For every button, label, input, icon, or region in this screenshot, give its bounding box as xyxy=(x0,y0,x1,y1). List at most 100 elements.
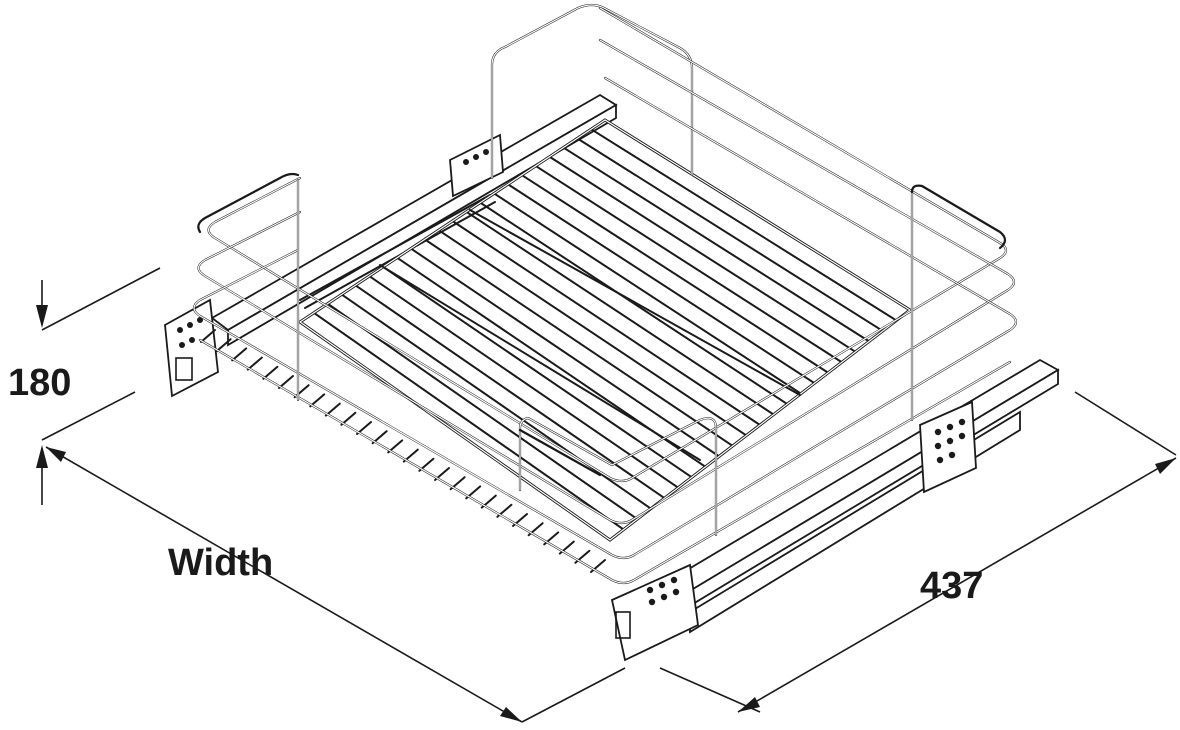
floor-rod xyxy=(437,229,748,437)
runner-left-slot xyxy=(299,194,491,301)
left-corner-top xyxy=(197,172,300,234)
depth-extension-right xyxy=(1074,391,1177,456)
floor-outline-inner xyxy=(298,119,912,541)
mounting-plate-back-left xyxy=(449,133,504,198)
floor-rod xyxy=(382,265,693,479)
plate-hole xyxy=(177,327,183,333)
front-handle-bar xyxy=(518,428,602,477)
floor-rod xyxy=(451,220,761,426)
front-rod xyxy=(246,356,263,371)
mounting-plate-back-right xyxy=(919,400,977,494)
floor-rod xyxy=(326,302,639,521)
front-rod xyxy=(231,347,248,362)
depth-dimension-line xyxy=(737,457,1177,713)
plate-front-left-body xyxy=(164,298,219,398)
floor-rod xyxy=(493,192,802,395)
plate-hole xyxy=(483,149,489,155)
floor-rod xyxy=(340,293,652,510)
floor-cross-bar xyxy=(379,264,701,461)
depth-arrow-left xyxy=(738,697,760,712)
plate-hole xyxy=(473,154,479,160)
height-label: 180 xyxy=(8,362,71,404)
floor-rod xyxy=(368,275,680,489)
plate-hole xyxy=(179,342,185,348)
floor-rod xyxy=(506,183,816,385)
height-arrow-bottom xyxy=(36,445,48,468)
front-lower-rods xyxy=(200,329,606,573)
runner-right-side xyxy=(657,368,1059,627)
plate-hole xyxy=(670,576,678,584)
floor-rod xyxy=(562,146,871,343)
depth-label: 437 xyxy=(920,565,983,607)
rail-top-inner xyxy=(207,7,1007,482)
plate-hole xyxy=(189,337,195,343)
plate-hole xyxy=(658,581,666,589)
mounting-plate-front-left xyxy=(164,298,219,398)
floor-rod xyxy=(409,247,721,458)
right-corner-top xyxy=(910,184,1007,250)
plate-hole xyxy=(946,423,954,431)
floor-cross-bar xyxy=(469,209,801,396)
runner-right xyxy=(638,358,1060,634)
plate-hole xyxy=(948,451,956,459)
width-label: Width xyxy=(168,542,273,584)
depth-extension-left xyxy=(659,667,761,713)
floor-rod xyxy=(520,174,830,374)
plate-hole xyxy=(197,317,203,323)
front-rod xyxy=(278,375,294,389)
runner-left xyxy=(210,93,618,347)
plate-hole xyxy=(187,322,193,328)
width-extension-right xyxy=(521,667,626,723)
rail-bottom-inner xyxy=(199,339,1011,584)
width-arrow-right xyxy=(500,707,522,722)
plate-clip xyxy=(175,357,193,381)
width-dimension xyxy=(45,446,626,723)
plate-hole xyxy=(646,586,654,594)
plate-hole xyxy=(934,442,942,450)
floor-rod xyxy=(576,137,884,332)
plate-hole xyxy=(463,159,469,165)
height-extension-bottom xyxy=(41,391,136,441)
rail-third-inner xyxy=(193,77,1017,559)
width-arrow-left xyxy=(46,447,66,462)
front-rod xyxy=(262,365,279,380)
floor-rod xyxy=(465,210,775,416)
depth-dimension xyxy=(659,391,1177,713)
basket-rails xyxy=(192,3,1018,585)
plate-hole xyxy=(672,588,680,596)
plate-hole xyxy=(946,437,954,445)
floor-rod xyxy=(479,201,789,406)
floor-rod xyxy=(354,284,666,500)
floor-rod xyxy=(534,164,843,364)
plate-hole xyxy=(648,598,656,606)
floor-rod xyxy=(423,238,734,447)
plate-back-left-body xyxy=(449,133,504,198)
front-rod xyxy=(200,329,216,343)
floor-rod xyxy=(590,128,898,322)
basket-floor-frame xyxy=(297,118,913,542)
height-arrow-top xyxy=(36,305,48,328)
front-rod xyxy=(215,338,232,353)
floor-rod xyxy=(312,311,625,531)
runner-right-top xyxy=(638,358,1060,612)
front-handle-inner xyxy=(519,417,717,536)
mounting-plate-front-right xyxy=(610,563,699,662)
back-handle-inner xyxy=(491,4,693,179)
rail-second-inner xyxy=(197,39,1015,524)
plate-hole xyxy=(958,432,966,440)
runner-left-top xyxy=(210,93,618,332)
basket-floor-rods xyxy=(312,128,898,531)
height-dimension xyxy=(36,267,161,505)
plate-hole xyxy=(936,456,944,464)
plate-hole xyxy=(660,593,668,601)
plate-hole xyxy=(934,428,942,436)
floor-rod xyxy=(548,155,857,353)
plate-front-right-body xyxy=(610,563,699,662)
width-dimension-line xyxy=(45,446,523,723)
height-extension-top xyxy=(41,267,161,331)
plate-back-right-body xyxy=(919,400,977,494)
plate-hole xyxy=(958,418,966,426)
plate-clip xyxy=(615,611,631,639)
